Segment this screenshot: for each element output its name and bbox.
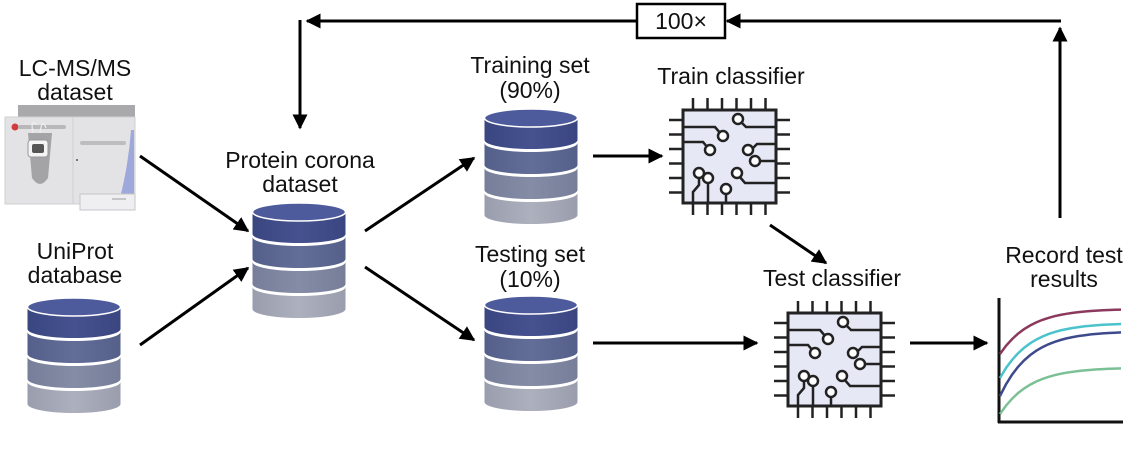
chip-node: [741, 143, 755, 157]
chip-node: [719, 182, 733, 196]
training-label-line2: (90%): [499, 77, 560, 103]
results-chart-icon: [997, 298, 1123, 424]
results-curve-2: [998, 322, 1122, 379]
chip-node: [806, 374, 820, 388]
chip-node: [748, 154, 762, 168]
arrow-uniprot-to-corona: [139, 266, 250, 347]
loop-counter-label: 100×: [655, 8, 707, 34]
chip-node: [703, 143, 717, 157]
training-set-database-icon: [483, 108, 579, 224]
record-label-line1: Record test: [1005, 242, 1123, 268]
chip-node: [692, 166, 706, 180]
lcms-label-line2: dataset: [37, 79, 113, 105]
results-curve-4: [998, 367, 1122, 415]
chip-trace: [796, 379, 806, 406]
lcms-label-line1: LC-MS/MS: [19, 55, 131, 81]
train-classifier-label: Train classifier: [657, 63, 805, 89]
chip-node: [835, 369, 849, 383]
record-label-line2: results: [1030, 266, 1098, 292]
chip-node: [846, 346, 860, 360]
chip-node: [808, 346, 822, 360]
chip-node: [797, 369, 811, 383]
database-top: [483, 108, 579, 128]
corona-label-line1: Protein corona: [225, 147, 375, 173]
arrow-corona-to-training: [364, 156, 476, 233]
chip-node: [716, 129, 730, 143]
chip-node: [853, 357, 867, 371]
chip-trace: [738, 175, 776, 185]
uniprot-label-line2: database: [28, 262, 123, 288]
loop-counter-box: [635, 2, 727, 40]
chip-trace: [691, 176, 701, 203]
arrow-lcms-to-corona: [139, 154, 250, 233]
chip-node: [701, 171, 715, 185]
testing-label-line2: (10%): [499, 266, 560, 292]
training-label-line1: Training set: [470, 52, 590, 78]
arrow-train-to-test-classifier: [769, 223, 828, 265]
chip-node: [821, 332, 835, 346]
test-classifier-label: Test classifier: [763, 265, 901, 291]
chip-node: [824, 385, 838, 399]
corona-label-line2: dataset: [262, 171, 338, 197]
corona-database-icon: [251, 202, 347, 318]
chip-trace: [843, 378, 881, 388]
chip-node: [731, 112, 745, 126]
uniprot-label-line1: UniProt: [37, 238, 114, 264]
arrow-corona-to-testing: [364, 265, 476, 342]
train-classifier-chip-icon: [669, 98, 790, 215]
test-classifier-chip-icon: [774, 301, 895, 418]
database-top: [26, 297, 122, 317]
results-curve-3: [998, 331, 1122, 397]
testing-label-line1: Testing set: [475, 241, 586, 267]
lcms-instrument-icon: [4, 105, 136, 211]
chip-node: [836, 315, 850, 329]
results-curve-1: [998, 308, 1122, 355]
uniprot-database-icon: [26, 297, 122, 413]
chip-node: [730, 166, 744, 180]
database-top: [483, 295, 579, 315]
testing-set-database-icon: [483, 295, 579, 411]
database-top: [251, 202, 347, 222]
